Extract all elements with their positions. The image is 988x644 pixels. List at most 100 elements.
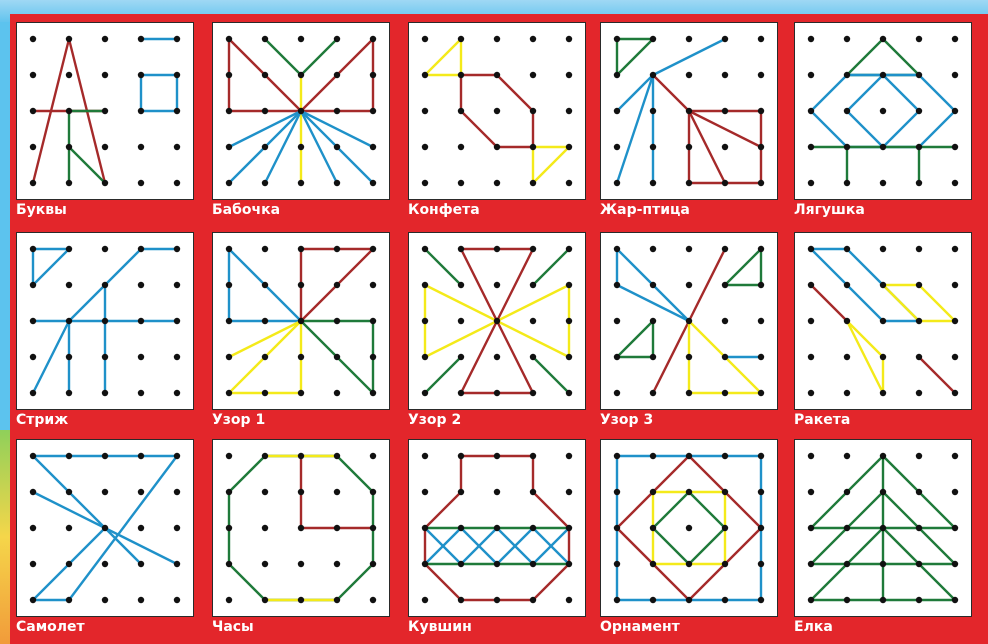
peg [226,108,232,114]
peg [334,180,340,186]
peg [370,354,376,360]
peg [262,246,268,252]
peg [138,597,144,603]
rubber-band [533,357,569,393]
peg [494,354,500,360]
peg [722,180,728,186]
peg [722,561,728,567]
peg [458,390,464,396]
peg [138,282,144,288]
peg [722,72,728,78]
peg [138,36,144,42]
peg [530,180,536,186]
card-label: Жар-птица [600,202,690,218]
clock-pattern-icon [212,439,390,617]
peg [880,180,886,186]
peg [226,453,232,459]
peg [614,561,620,567]
peg [686,36,692,42]
peg [30,354,36,360]
peg [370,246,376,252]
peg [758,36,764,42]
peg [422,390,428,396]
peg [494,318,500,324]
peg [686,525,692,531]
peg [722,282,728,288]
peg [334,36,340,42]
peg [66,390,72,396]
peg [370,390,376,396]
peg [458,561,464,567]
peg [298,282,304,288]
card-label: Самолет [16,619,85,635]
peg [650,354,656,360]
peg [530,597,536,603]
peg [66,354,72,360]
peg [174,144,180,150]
peg [422,318,428,324]
peg [566,453,572,459]
card-label: Буквы [16,202,67,218]
rubber-band [425,357,461,393]
peg [614,453,620,459]
peg [66,597,72,603]
peg [566,72,572,78]
peg [566,489,572,495]
peg [138,453,144,459]
peg [494,597,500,603]
swift-pattern-icon [16,232,194,410]
peg [30,180,36,186]
peg [262,36,268,42]
peg [262,390,268,396]
peg [530,453,536,459]
peg [370,489,376,495]
peg [808,108,814,114]
peg [880,453,886,459]
peg [30,489,36,495]
peg [422,354,428,360]
peg [298,180,304,186]
peg [138,561,144,567]
peg [422,108,428,114]
peg [952,72,958,78]
peg [686,72,692,78]
peg [808,354,814,360]
peg [566,354,572,360]
peg [458,453,464,459]
pattern-3-icon [600,232,778,410]
peg [334,561,340,567]
peg [458,36,464,42]
peg [844,597,850,603]
peg [370,72,376,78]
peg [30,72,36,78]
peg [686,108,692,114]
peg [262,108,268,114]
peg [758,144,764,150]
peg [722,453,728,459]
peg [494,282,500,288]
geoboard-poster: Буквы Бабочка Конфета Жар-птица Лягушка … [10,14,988,644]
peg [422,180,428,186]
peg [422,246,428,252]
peg [226,36,232,42]
peg [298,36,304,42]
peg [844,36,850,42]
peg [722,354,728,360]
peg [422,561,428,567]
peg [66,108,72,114]
peg [494,525,500,531]
card-label: Ракета [794,412,850,428]
card-label: Стриж [16,412,68,428]
peg [722,246,728,252]
peg [226,318,232,324]
peg [722,36,728,42]
rubber-band [883,285,955,321]
fir-tree-pattern-icon [794,439,972,617]
peg [370,36,376,42]
peg [66,282,72,288]
peg [298,318,304,324]
peg [494,453,500,459]
peg [566,36,572,42]
peg [758,597,764,603]
peg [494,561,500,567]
